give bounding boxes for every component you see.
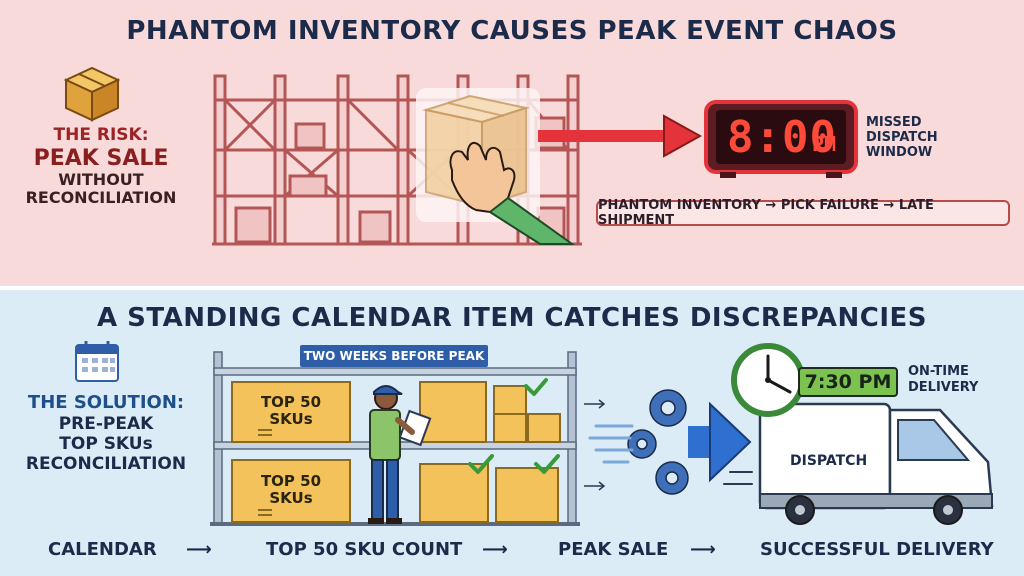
solution-detail-line: PRE-PEAK [58,413,154,434]
van-dispatch-label: DISPATCH [790,453,868,469]
risk-title: PHANTOM INVENTORY CAUSES PEAK EVENT CHAO… [126,16,898,46]
missed-line: WINDOW [866,144,933,160]
delivery-time-badge: 7:30 PM [798,367,898,397]
flow-arrow: ⟶ [482,539,508,560]
delivery-van-icon [723,402,994,525]
two-weeks-banner: TWO WEEKS BEFORE PEAK [300,345,488,367]
calendar-icon [75,341,119,382]
solution-detail-line: RECONCILIATION [25,454,187,475]
flow-step-peak-sale: PEAK SALE [558,539,669,560]
top-sku-box-label: TOP 50 SKUs [232,393,350,429]
panel-divider [0,286,1024,290]
risk-headline: PEAK SALE [33,145,169,171]
blue-arrow-icon [688,401,752,483]
red-arrow-icon [538,114,703,158]
on-time-delivery-label: ON-TIME DELIVERY [908,364,978,395]
clock-time: 8:00 [727,112,837,163]
analog-clock-icon [731,343,805,417]
solution-label: THE SOLUTION: [27,392,185,413]
check-icon [468,378,560,474]
top-sku-box-label: TOP 50 SKUs [232,472,350,508]
solution-detail-line: TOP SKUs [59,433,153,454]
flow-arrow: ⟶ [186,539,212,560]
solution-description: THE SOLUTION: PRE-PEAK TOP SKUs RECONCIL… [6,392,206,475]
top-sku-box [231,459,351,523]
box-label-line: SKUs [269,410,313,429]
process-flow: CALENDAR ⟶ TOP 50 SKU COUNT ⟶ PEAK SALE … [0,536,1024,566]
solution-title: A STANDING CALENDAR ITEM CATCHES DISCREP… [96,303,927,333]
failure-chain-label: PHANTOM INVENTORY → PICK FAILURE → LATE … [596,198,1010,228]
speed-lines [588,424,634,464]
ontime-line: DELIVERY [908,379,979,395]
box-label-line: SKUs [269,489,313,508]
small-arrow-icon [584,399,606,491]
flow-step-delivery: SUCCESSFUL DELIVERY [760,539,994,560]
worker-with-clipboard [368,385,432,524]
missed-line: DISPATCH [866,129,938,145]
risk-detail-line: WITHOUT [58,169,144,189]
gear-icon [627,389,689,495]
flow-step-sku-count: TOP 50 SKU COUNT [266,539,463,560]
flow-arrow: ⟶ [690,539,716,560]
missed-window-label: MISSED DISPATCH WINDOW [866,115,938,161]
stock-boxes [419,381,561,523]
missed-line: MISSED [866,115,922,130]
risk-description: THE RISK: PEAK SALE WITHOUT RECONCILIATI… [6,125,196,208]
top-sku-box [231,381,351,443]
risk-detail-line: RECONCILIATION [25,188,177,208]
box-label-line: TOP 50 [260,472,322,490]
ontime-line: ON-TIME [908,364,969,379]
box-label-line: TOP 50 [260,393,322,411]
alarm-clock-icon [704,100,858,178]
hand-reaching-icon [449,141,576,245]
box-icon [63,66,121,122]
clock-ampm: PM [812,132,837,156]
flow-step-calendar: CALENDAR [48,539,157,560]
risk-label: THE RISK: [53,125,149,145]
